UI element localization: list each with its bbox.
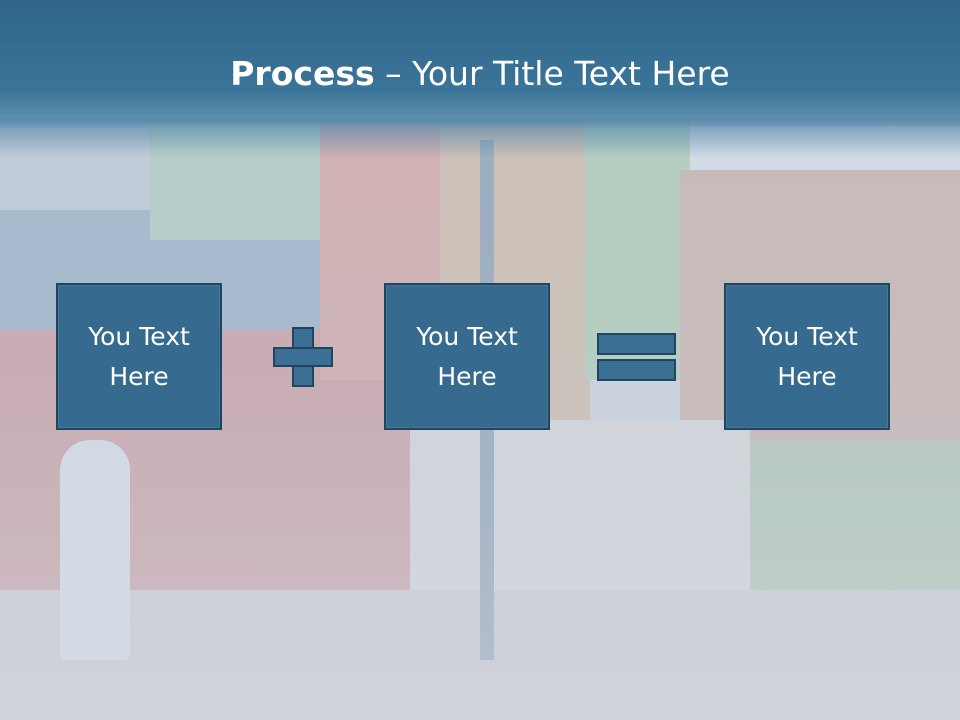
process-box-2-text: You Text Here: [416, 321, 518, 391]
title-bold: Process: [230, 54, 375, 93]
slide-title[interactable]: Process – Your Title Text Here: [0, 52, 960, 96]
process-box-3-text: You Text Here: [756, 321, 858, 391]
title-bar: [0, 0, 960, 128]
process-box-1-text: You Text Here: [88, 321, 190, 391]
process-box-2[interactable]: You Text Here: [384, 283, 550, 430]
process-box-3[interactable]: You Text Here: [724, 283, 890, 430]
title-rest: – Your Title Text Here: [374, 54, 730, 93]
process-box-1[interactable]: You Text Here: [56, 283, 222, 430]
title-bar-fade: [0, 118, 960, 158]
